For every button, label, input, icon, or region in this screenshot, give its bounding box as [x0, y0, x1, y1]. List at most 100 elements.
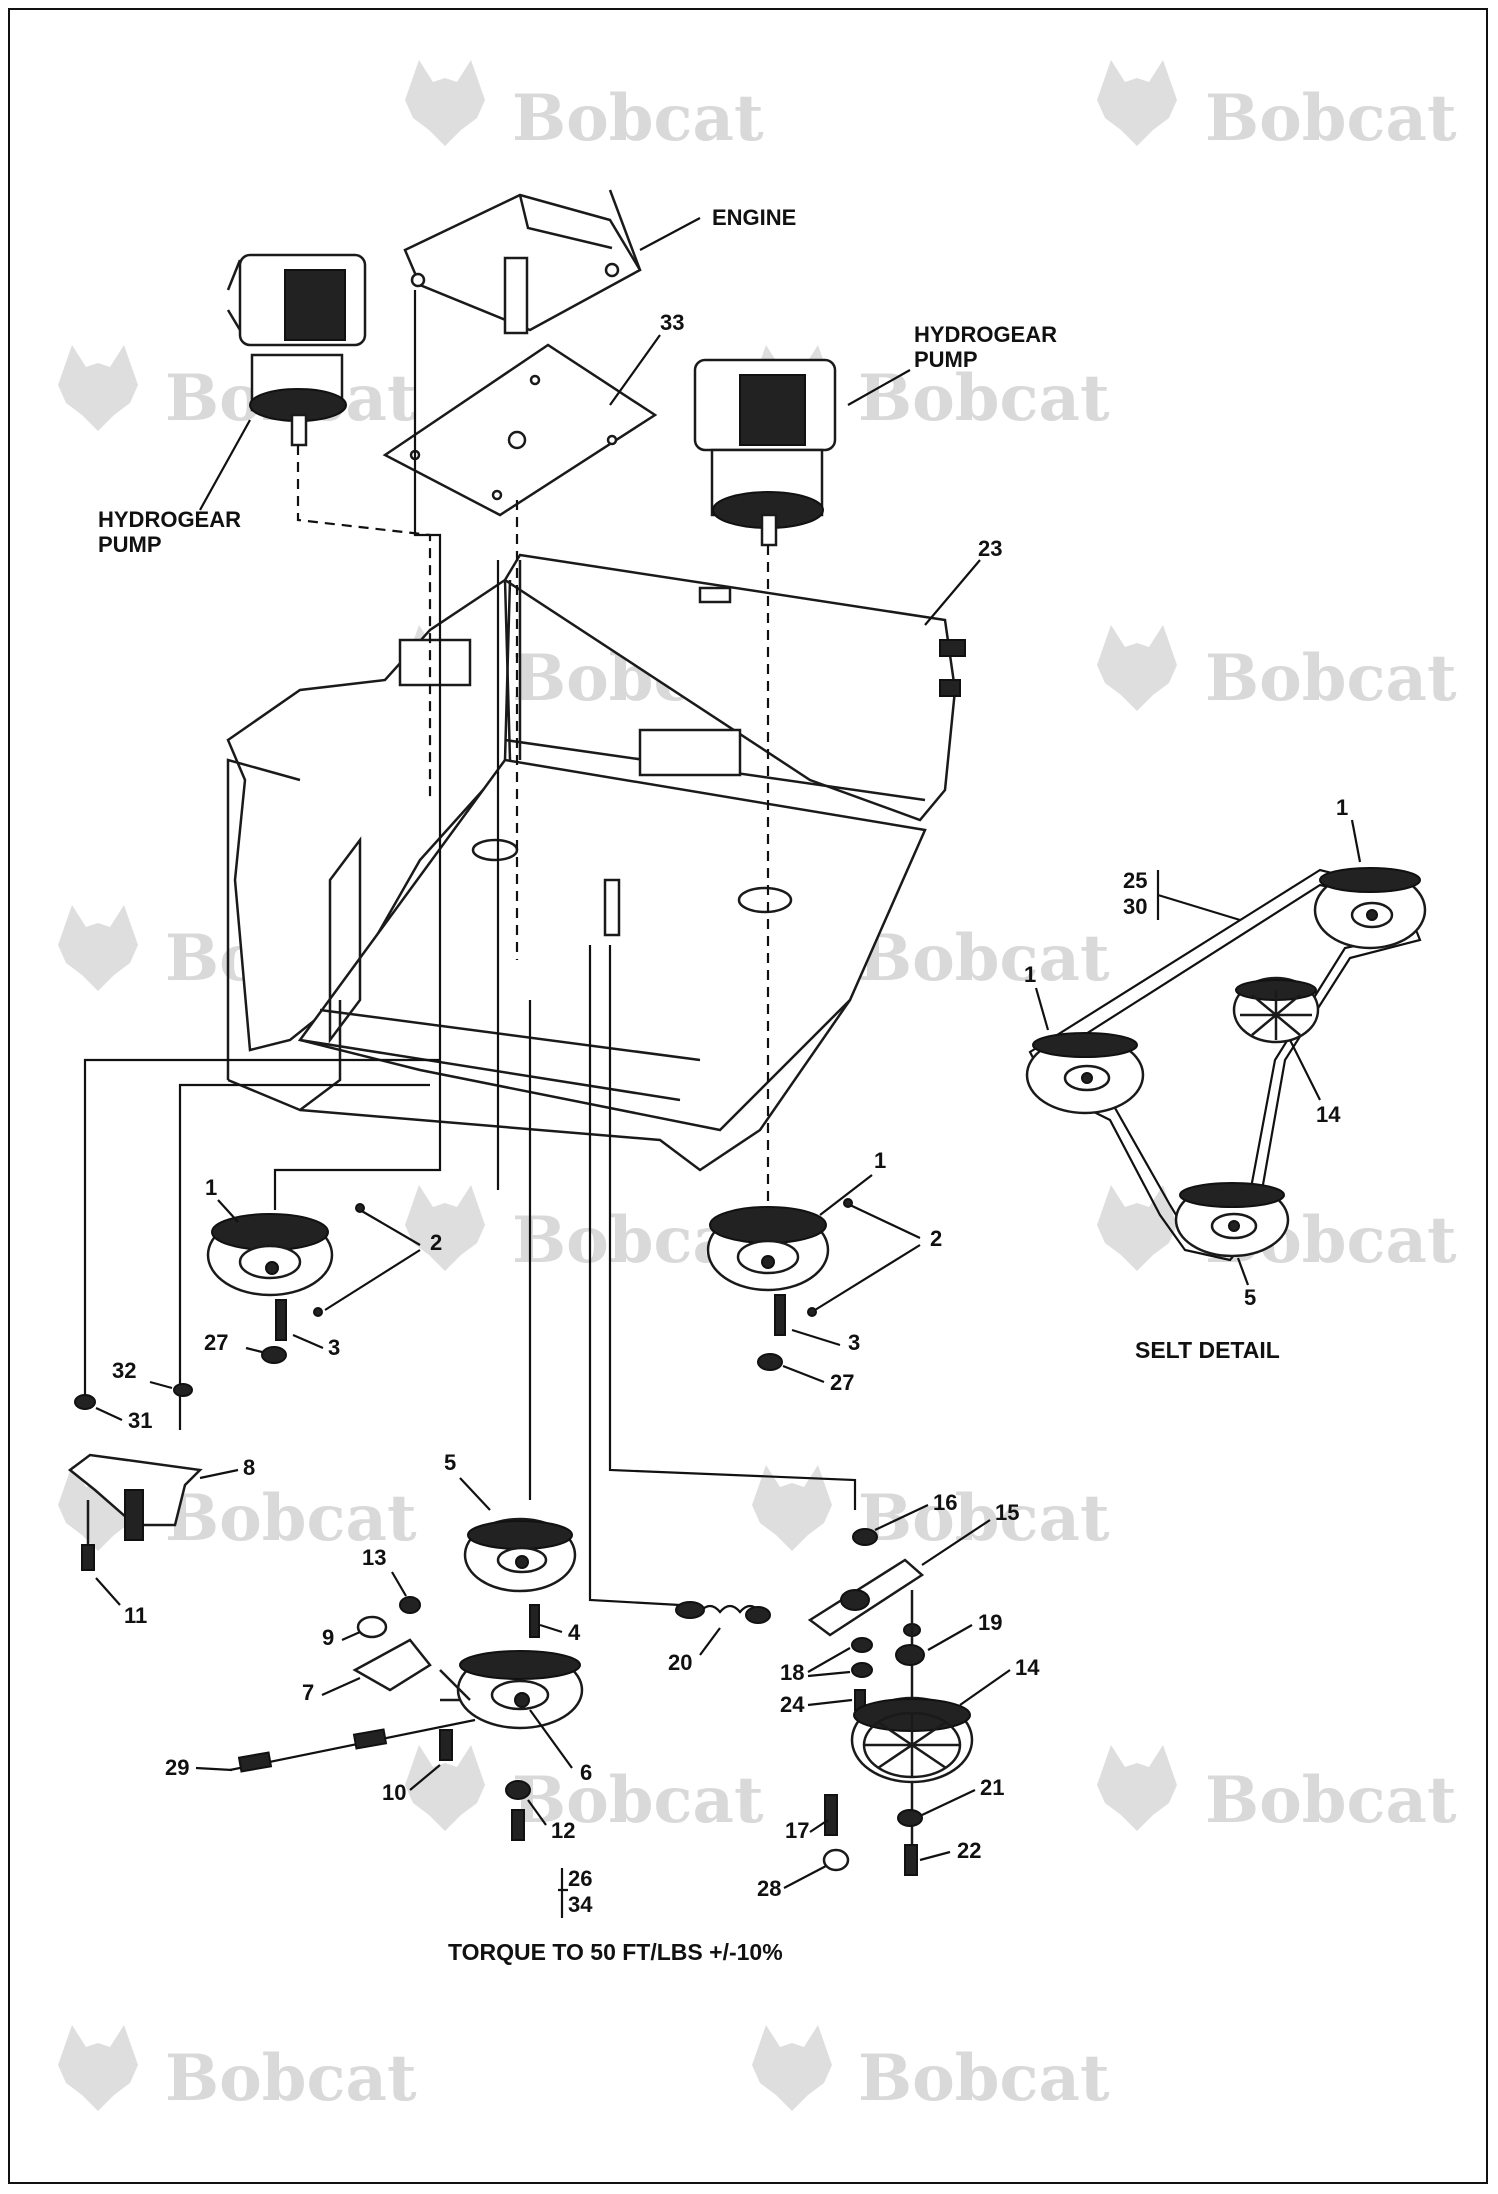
- leader-1-left: [217, 1199, 239, 1223]
- engine-mount: [403, 189, 642, 335]
- leader-27-right: [782, 1364, 825, 1384]
- idler-bracket-15: [807, 1528, 925, 1872]
- pump-left-leader: [199, 419, 251, 511]
- leader-8: [199, 1468, 239, 1480]
- leader-23: [924, 559, 981, 626]
- watermark-text: Bobcat: [1205, 1763, 1457, 1838]
- callout-24: 24: [780, 1692, 805, 1717]
- callout-31: 31: [128, 1408, 152, 1433]
- hydrogear-right-label: PUMP: [914, 347, 978, 372]
- leader-5: [459, 1477, 491, 1511]
- leader-33: [609, 334, 661, 406]
- leader-24: [807, 1698, 853, 1707]
- torque-note: TORQUE TO 50 FT/LBS +/-10%: [448, 1939, 783, 1965]
- watermark-text: Bobcat: [1205, 81, 1457, 156]
- leader-9: [341, 1630, 361, 1642]
- leader-2-left: [324, 1209, 421, 1311]
- callout-7: 7: [302, 1680, 314, 1705]
- watermark-text: Bobcat: [165, 1481, 417, 1556]
- callout-12: 12: [551, 1818, 575, 1843]
- callout-23: 23: [978, 536, 1002, 561]
- leader-10: [409, 1764, 441, 1791]
- callout-2-left: 2: [430, 1230, 442, 1255]
- callout-9: 9: [322, 1625, 334, 1650]
- leader-20: [699, 1627, 721, 1656]
- hydrogear-left-label: PUMP: [98, 532, 162, 557]
- leader-15: [921, 1519, 991, 1566]
- bobcat-head-icon: [1097, 1745, 1177, 1831]
- callout-21: 21: [980, 1775, 1004, 1800]
- callout-10: 10: [382, 1780, 406, 1805]
- callout-16: 16: [933, 1490, 957, 1515]
- leader-3-right: [791, 1328, 841, 1347]
- callout-3-right: 3: [848, 1330, 860, 1355]
- idler-pulley-14: [850, 1590, 974, 1876]
- bolt: [355, 1203, 365, 1213]
- watermark-text: Bobcat: [512, 81, 764, 156]
- leader-3-left: [292, 1333, 324, 1350]
- leader-21: [921, 1789, 976, 1816]
- belt-leader-14: [1289, 1039, 1321, 1101]
- callout-28: 28: [757, 1876, 781, 1901]
- leader-28: [783, 1865, 827, 1889]
- bobcat-head-icon: [1097, 625, 1177, 711]
- pulley-left: [206, 1213, 334, 1364]
- bolt: [313, 1307, 323, 1317]
- routing-lines: [83, 290, 857, 1607]
- callout-3-left: 3: [328, 1335, 340, 1360]
- leader-1-right: [819, 1174, 873, 1216]
- belt-detail-caption: SELT DETAIL: [1135, 1337, 1280, 1363]
- pulley-right: [706, 1206, 830, 1371]
- bracket-8: [67, 1383, 203, 1571]
- idler-pulley-5: [463, 1517, 577, 1638]
- leader-26-34: [558, 1868, 568, 1918]
- callout-18: 18: [780, 1660, 804, 1685]
- callout-2-right: 2: [930, 1226, 942, 1251]
- leader-29: [195, 1766, 233, 1772]
- callout-8: 8: [243, 1455, 255, 1480]
- belt-callout-1-top: 1: [1336, 795, 1348, 820]
- leader-19: [927, 1624, 973, 1651]
- callout-11: 11: [124, 1603, 147, 1628]
- leader-6: [529, 1709, 573, 1769]
- pump-right-leader: [847, 369, 911, 406]
- callout-13: 13: [362, 1545, 386, 1570]
- belt-detail: [1025, 867, 1427, 1262]
- belt-leader-1-left: [1034, 987, 1050, 1031]
- spring-20: [675, 1601, 771, 1624]
- leader-7: [321, 1676, 361, 1697]
- leader-14: [959, 1669, 1011, 1706]
- belt-callout-1-left: 1: [1024, 962, 1036, 987]
- callout-26: 26: [568, 1866, 592, 1891]
- bobcat-head-icon: [752, 2025, 832, 2111]
- callout-17: 17: [785, 1818, 809, 1843]
- leader-16: [874, 1504, 929, 1531]
- callout-32: 32: [112, 1358, 136, 1383]
- tension-arm-7: [352, 1596, 471, 1761]
- leader-17: [809, 1819, 829, 1833]
- callout-19: 19: [978, 1610, 1002, 1635]
- bolt: [807, 1307, 817, 1317]
- bobcat-head-icon: [58, 345, 138, 431]
- callout-20: 20: [668, 1650, 692, 1675]
- pump-left-shaft-line: [296, 445, 432, 800]
- bobcat-head-icon: [58, 2025, 138, 2111]
- engine-label: ENGINE: [712, 205, 796, 230]
- callout-22: 22: [957, 1838, 981, 1863]
- hydrogear-pump-left: [226, 253, 367, 447]
- callout-34: 34: [568, 1892, 593, 1917]
- callout-27-right: 27: [830, 1370, 854, 1395]
- leader-2-right: [814, 1204, 921, 1311]
- callout-1-left: 1: [205, 1175, 217, 1200]
- watermark-text: Bobcat: [512, 1763, 764, 1838]
- hydrogear-left-label: HYDROGEAR: [98, 507, 241, 532]
- callout-5: 5: [444, 1450, 456, 1475]
- belt-leader-1-top: [1350, 819, 1362, 863]
- leader-4: [539, 1623, 563, 1634]
- leader-11: [95, 1577, 121, 1606]
- leader-27-left: [245, 1346, 263, 1354]
- watermark-text: Bobcat: [858, 361, 1110, 436]
- callout-14: 14: [1015, 1655, 1040, 1680]
- callout-6: 6: [580, 1760, 592, 1785]
